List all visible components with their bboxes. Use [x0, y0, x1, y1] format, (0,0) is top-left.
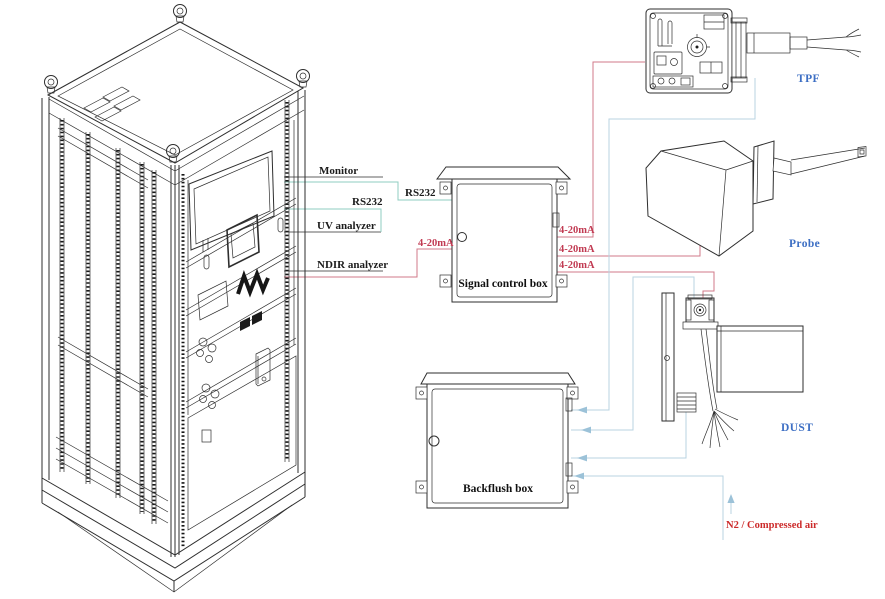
analog-line-to-probe: [557, 245, 701, 257]
tpf-device: [645, 8, 862, 94]
rack-base-plinth: [41, 471, 306, 593]
control-module: [196, 311, 271, 387]
n2-up-arrow-head: [727, 494, 735, 503]
rack-mid-shelf: [57, 336, 149, 398]
analog-out-label-3: 4-20mA: [559, 260, 595, 271]
air-line-dust-connector: [571, 412, 687, 459]
dust-label: DUST: [781, 422, 813, 434]
corner-screw-icon: [722, 83, 728, 89]
analog-line-to-tpf: [557, 61, 645, 238]
rack-front-modules: [185, 120, 297, 531]
dust-purge-connector: [676, 392, 697, 413]
uv-analyzer-module: [202, 213, 284, 270]
knob-icon: [199, 395, 207, 403]
rack-bottom-slats: [55, 436, 169, 524]
analog-line-to-dust: [557, 271, 715, 299]
n2-supply-label: N2 / Compressed air: [726, 520, 818, 531]
eye-bolt-icon: [296, 69, 310, 88]
knob-icon: [201, 383, 211, 393]
air-arrow-2: [581, 426, 591, 434]
signal-box-title: Signal control box: [458, 278, 547, 290]
door-knob-icon: [428, 435, 440, 447]
rack-top-face: [46, 21, 305, 164]
rack-posts: [41, 90, 306, 557]
analog-out-label-1: 4-20mA: [559, 225, 595, 236]
air-line-n2-supply: [571, 475, 724, 540]
air-arrow-1: [577, 406, 587, 414]
knob-icon: [198, 337, 208, 347]
labels: Monitor RS232 RS232 UV analyzer NDIR ana…: [317, 73, 820, 531]
connection-lines: [284, 61, 756, 540]
rack-interior-rails: [55, 100, 290, 548]
panel-handle: [203, 254, 210, 270]
mounting-tab: [555, 181, 568, 195]
tpf-internals: [652, 14, 725, 88]
eye-bolt-icon: [166, 144, 180, 163]
rack-monitor-screen: [188, 150, 275, 251]
knob-icon: [207, 343, 217, 353]
ndir-analyzer-module: [197, 268, 270, 321]
flow-meter: [255, 347, 271, 387]
backflush-box: [415, 372, 579, 509]
dust-device: [661, 292, 804, 449]
rack-cabinet: [41, 4, 310, 593]
mounting-tab: [415, 480, 428, 494]
dust-body: [716, 325, 804, 393]
corner-screw-icon: [650, 13, 656, 19]
corner-screw-icon: [722, 13, 728, 19]
lifting-eye-bolts: [44, 4, 310, 163]
mounting-tab: [439, 181, 452, 195]
backflush-box-title: Backflush box: [463, 483, 533, 495]
rs232-to-box-label: RS232: [405, 187, 436, 199]
probe-device: [645, 140, 867, 257]
knob-icon: [208, 401, 216, 409]
mounting-tab: [415, 386, 428, 400]
knob-icon: [196, 349, 204, 357]
brand-zigzag-logo: [236, 268, 270, 298]
knob-icon: [205, 355, 213, 363]
air-arrow-3: [577, 454, 587, 462]
mounting-tab: [555, 274, 568, 288]
mounting-tab: [439, 274, 452, 288]
rs232-line-monitor-to-uv: [284, 208, 382, 232]
dust-top-head: [682, 294, 719, 330]
analog-line-ndir-to-signalbox: [284, 248, 452, 278]
air-line-dust-top: [571, 276, 695, 431]
rack-lower-door: [187, 355, 297, 531]
analog-in-label: 4-20mA: [418, 238, 454, 249]
probe-flange-and-tube: [752, 140, 867, 205]
mounting-tab: [566, 480, 579, 494]
rs232-internal-label: RS232: [352, 196, 383, 208]
monitor-label: Monitor: [319, 165, 358, 177]
panel-handle: [277, 217, 284, 233]
air-line-tpf: [571, 78, 756, 411]
eye-bolt-icon: [173, 4, 187, 23]
lower-module: [199, 383, 220, 409]
door-hinge: [565, 397, 573, 412]
rack-top-cross-beam: [57, 127, 149, 189]
rack-top-cutouts: [83, 86, 141, 122]
tpf-probe-stem: [730, 17, 862, 83]
probe-label: Probe: [789, 238, 820, 250]
ndir-analyzer-label: NDIR analyzer: [317, 259, 388, 271]
eye-bolt-icon: [44, 75, 58, 94]
door-hinge: [552, 212, 560, 228]
dust-cable-wires: [700, 328, 739, 449]
door-hinge: [565, 462, 573, 477]
analog-out-label-2: 4-20mA: [559, 244, 595, 255]
door-knob-icon: [457, 232, 467, 242]
air-arrow-4: [574, 472, 584, 480]
cable-fork: [845, 28, 862, 58]
rs232-line-monitor-to-signalbox: [284, 181, 459, 201]
mounting-tab: [566, 386, 579, 400]
knob-icon: [210, 389, 220, 399]
lens-icon: [693, 303, 707, 317]
uv-analyzer-label: UV analyzer: [317, 220, 376, 232]
tpf-label: TPF: [797, 73, 820, 85]
signal-control-box: [436, 166, 572, 303]
